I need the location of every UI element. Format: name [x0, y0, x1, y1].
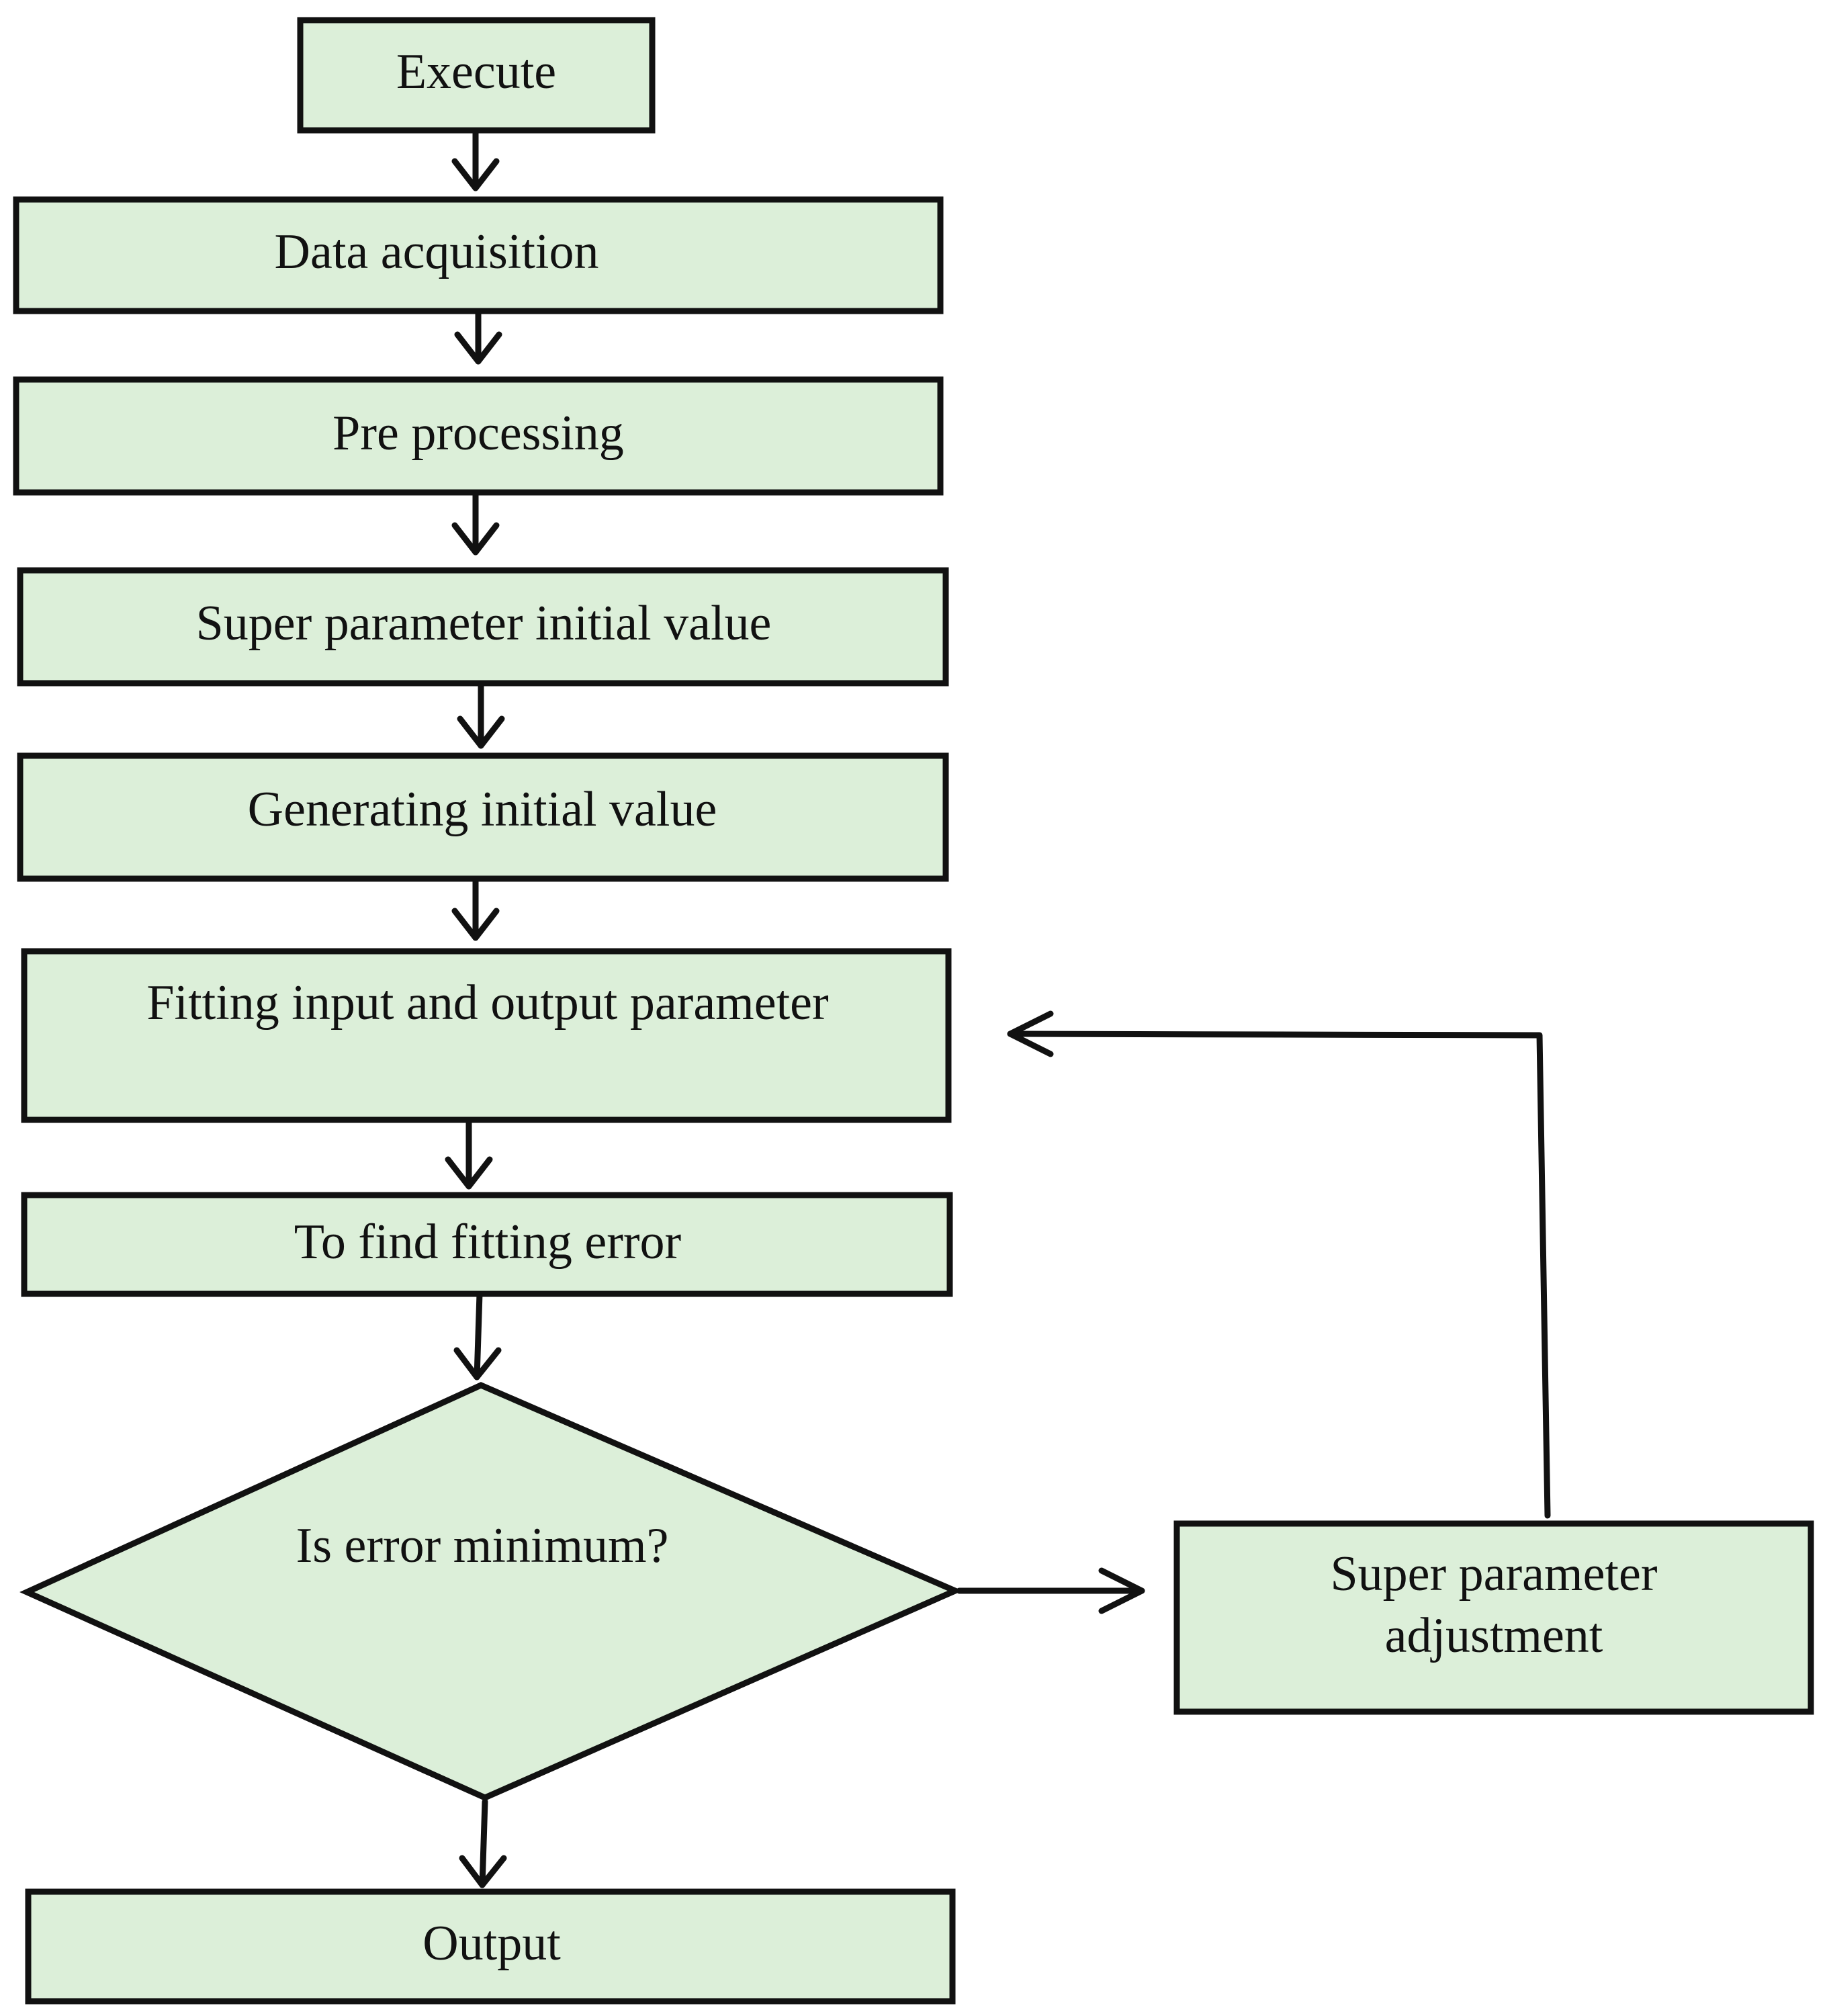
node-super-parameter-adjustment-label-line-2: adjustment: [1385, 1608, 1603, 1663]
node-generating-initial-value: Generating initial value: [17, 752, 949, 882]
edge-super-parameter-initial-value-to-generating-initial-value: [457, 682, 505, 749]
node-data-acquisition: Data acquisition: [13, 196, 944, 314]
node-super-parameter-initial-value-label: Super parameter initial value: [196, 596, 772, 651]
node-super-parameter-initial-value: Super parameter initial value: [17, 567, 949, 687]
node-fitting-input-output-parameter-label: Fitting input and output parameter: [146, 975, 828, 1031]
node-super-parameter-adjustment: Super parameter adjustment: [1173, 1520, 1814, 1715]
node-output-label: Output: [422, 1916, 561, 1971]
node-find-fitting-error-label: To find fitting error: [294, 1215, 681, 1270]
edge-is-error-minimum-to-output: [459, 1798, 507, 1888]
node-execute: Execute: [297, 17, 656, 134]
edge-fitting-input-output-parameter-to-find-fitting-error: [445, 1120, 493, 1190]
node-execute-label: Execute: [396, 44, 556, 99]
edge-data-acquisition-to-pre-processing: [454, 306, 502, 365]
node-super-parameter-adjustment-label: Super parameter: [1331, 1546, 1658, 1602]
edge-pre-processing-to-super-parameter-initial-value: [451, 491, 500, 556]
node-find-fitting-error: To find fitting error: [21, 1192, 953, 1297]
node-pre-processing: Pre processing: [13, 376, 944, 496]
node-generating-initial-value-label: Generating initial value: [248, 782, 717, 837]
node-output: Output: [25, 1888, 956, 2005]
edge-execute-to-data-acquisition: [451, 128, 500, 191]
node-is-error-minimum[interactable]: Is error minimum?: [19, 1382, 963, 1801]
edge-super-parameter-adjustment-to-fitting-input-output-parameter: [1007, 1010, 1551, 1519]
node-pre-processing-label: Pre processing: [332, 406, 624, 461]
node-is-error-minimum-label: Is error minimum?: [296, 1518, 669, 1573]
node-fitting-input-output-parameter: Fitting input and output parameter: [21, 948, 952, 1123]
edge-is-error-minimum-to-super-parameter-adjustment: [956, 1567, 1145, 1614]
edge-generating-initial-value-to-fitting-input-output-parameter: [451, 877, 500, 941]
edge-find-fitting-error-to-is-error-minimum: [453, 1290, 502, 1380]
node-data-acquisition-label: Data acquisition: [275, 224, 599, 279]
